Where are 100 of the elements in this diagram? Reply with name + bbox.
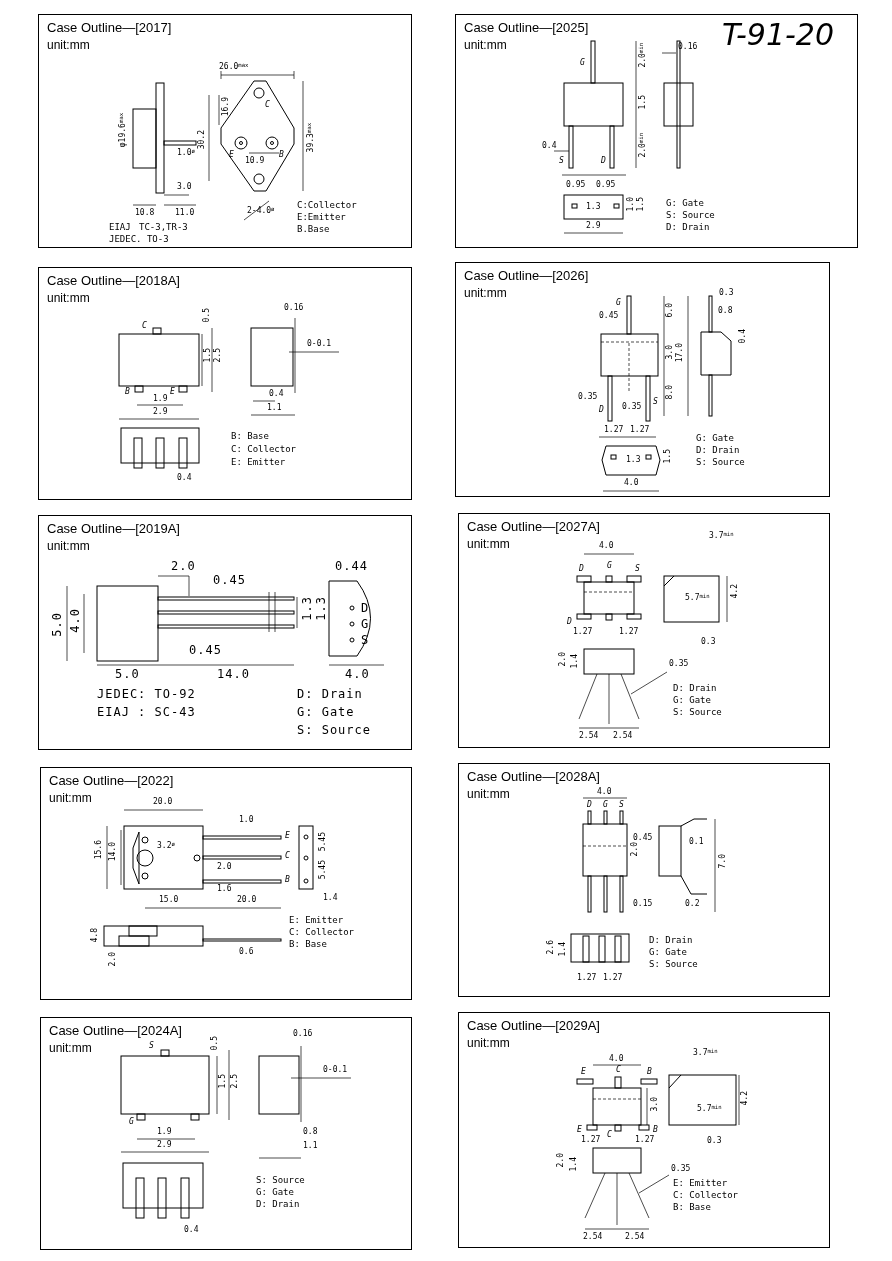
- dimension-label: 0.95: [566, 181, 586, 189]
- legend-text: B: Base: [673, 1203, 711, 1212]
- dimension-label: 0.8: [718, 307, 733, 315]
- dimension-label: 1.6: [217, 885, 232, 893]
- legend-text: D: Drain: [649, 936, 693, 945]
- pin-letter: E: [170, 388, 175, 396]
- dimension-label: 2.9: [153, 408, 168, 416]
- dimension-label: 2.5: [231, 1074, 239, 1089]
- pin-letter: B: [125, 388, 130, 396]
- unit-label: unit:mm: [47, 540, 90, 552]
- pin-letter: G: [129, 1118, 134, 1126]
- dimension-label: 1.5: [204, 348, 212, 363]
- dimension-label: 3.0: [651, 1097, 659, 1112]
- dimension-label: 0.15: [633, 900, 653, 908]
- dimension-label: 30.2: [198, 130, 206, 150]
- panel-title: Case Outline—[2019A]: [47, 522, 180, 535]
- pin-letter: E: [229, 151, 234, 159]
- dimension-label: 14.0: [109, 842, 117, 862]
- dimension-label: 0.45: [189, 644, 222, 656]
- dimension-label: 1.0$^{ø}$: [177, 149, 195, 157]
- dimension-label: 1.0: [627, 197, 635, 212]
- legend-text: D: Drain: [297, 688, 363, 700]
- legend-text: B: Base: [289, 940, 327, 949]
- legend-text: E: Emitter: [289, 916, 344, 925]
- dimension-label: 2.54: [613, 732, 633, 740]
- dimension-label: 4.0: [599, 542, 614, 550]
- legend-text: S: Source: [673, 708, 722, 717]
- outline-panel: [38, 267, 412, 500]
- dimension-label: 1.27: [630, 426, 650, 434]
- dimension-label: 2.0: [171, 560, 196, 572]
- outline-panel: [38, 14, 412, 248]
- dimension-label: 4.0: [597, 788, 612, 796]
- dimension-label: 1.1: [303, 1142, 318, 1150]
- pin-letter: B: [285, 876, 290, 884]
- legend-text: G: Gate: [696, 434, 734, 443]
- dimension-label: 0.4: [269, 390, 284, 398]
- dimension-label: 0.35: [578, 393, 598, 401]
- dimension-label: 0-0.1: [307, 340, 332, 348]
- dimension-label: 0.8: [303, 1128, 318, 1136]
- dimension-label: 1.27: [635, 1136, 655, 1144]
- dimension-label: 0.5: [211, 1036, 219, 1051]
- pin-letter: D: [579, 565, 584, 573]
- dimension-label: 3.7$^{min}$: [709, 532, 734, 540]
- legend-text: B: Base: [231, 432, 269, 441]
- dimension-label: 0.44: [335, 560, 368, 572]
- unit-label: unit:mm: [49, 1042, 92, 1054]
- dimension-label: 5.7$^{min}$: [697, 1105, 722, 1113]
- dimension-label: 15.0: [159, 896, 179, 904]
- unit-label: unit:mm: [467, 538, 510, 550]
- legend-text: G: Gate: [666, 199, 704, 208]
- dimension-label: 2.6: [547, 940, 555, 955]
- dimension-label: 1.9: [153, 395, 168, 403]
- dimension-label: 5.0: [51, 612, 63, 637]
- panel-title: Case Outline—[2017]: [47, 21, 172, 34]
- legend-text: G: Gate: [297, 706, 355, 718]
- pin-letter: S: [149, 1042, 154, 1050]
- dimension-label: 0.16: [678, 43, 698, 51]
- dimension-label: 14.0: [217, 668, 250, 680]
- dimension-label: 0.4: [542, 142, 557, 150]
- dimension-label: 0-0.1: [323, 1066, 348, 1074]
- panel-title: Case Outline—[2025]: [464, 21, 589, 34]
- legend-text: D: Drain: [673, 684, 717, 693]
- dimension-label: 6.0: [666, 303, 674, 318]
- dimension-label: 0.16: [293, 1030, 313, 1038]
- pin-letter: E: [577, 1126, 582, 1134]
- dimension-label: 5.45: [319, 860, 327, 880]
- dimension-label: 0.3: [701, 638, 716, 646]
- dimension-label: 0.45: [633, 834, 653, 842]
- legend-text: E: Emitter: [231, 458, 286, 467]
- panel-title: Case Outline—[2027A]: [467, 520, 600, 533]
- dimension-label: 1.27: [619, 628, 639, 636]
- legend-text: EIAJ: [109, 223, 131, 232]
- outline-panel: [455, 262, 830, 497]
- legend-text: EIAJ : SC-43: [97, 706, 196, 718]
- dimension-label: 1.3: [586, 203, 601, 211]
- pin-letter: G: [616, 299, 621, 307]
- pin-letter: D: [567, 618, 572, 626]
- dimension-label: 1.4: [559, 942, 567, 957]
- legend-text: G: Gate: [673, 696, 711, 705]
- dimension-label: 0.1: [689, 838, 704, 846]
- dimension-label: 1.27: [573, 628, 593, 636]
- dimension-label: 3.7$^{min}$: [693, 1049, 718, 1057]
- dimension-label: 2.0: [631, 842, 639, 857]
- dimension-label: 0.6: [239, 948, 254, 956]
- dimension-label: 20.0: [153, 798, 173, 806]
- dimension-label: 15.6: [95, 840, 103, 860]
- dimension-label: 1.5: [637, 197, 645, 212]
- dimension-label: 4.2: [741, 1091, 749, 1106]
- dimension-label: 5.45: [319, 832, 327, 852]
- legend-text: D: Drain: [256, 1200, 300, 1209]
- dimension-label: 2.9: [586, 222, 601, 230]
- dimension-label: 5.7$^{min}$: [685, 594, 710, 602]
- dimension-label: 20.0: [237, 896, 257, 904]
- dimension-label: 3.2$^{ø}$: [157, 842, 175, 850]
- legend-text: C: Collector: [289, 928, 355, 937]
- dimension-label: 2.54: [583, 1233, 603, 1241]
- dimension-label: 0.45: [213, 574, 246, 586]
- legend-text: D: Drain: [666, 223, 710, 232]
- dimension-label: 0.4: [739, 329, 747, 344]
- handwritten-note: T-91-20: [722, 20, 835, 50]
